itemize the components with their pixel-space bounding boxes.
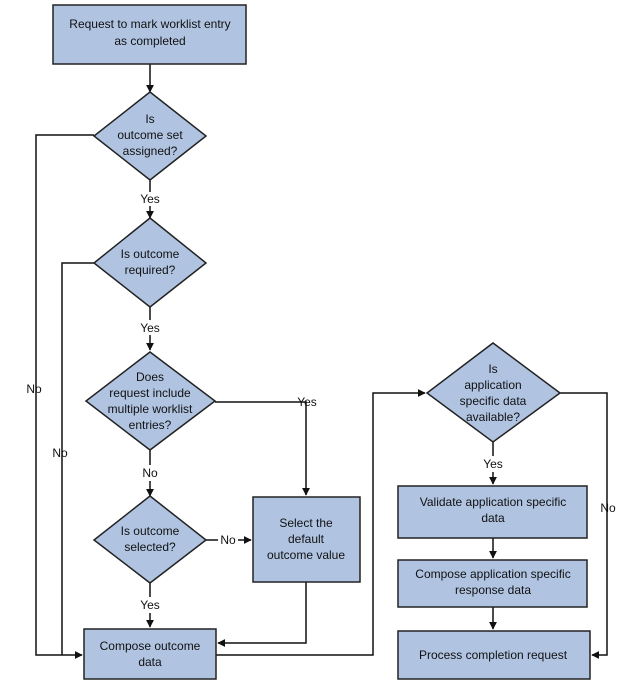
edge-label-no-app: No [600,501,616,515]
outcome-set-diamond [92,91,208,181]
select-default-box [252,496,361,583]
outcome-required-diamond [92,217,208,308]
edge-req-no [61,262,94,655]
multiple-entries-line-4: entries? [129,418,172,432]
edge-multi-yes [215,401,310,496]
edge-label-yes-required: Yes [140,321,160,335]
edge-label-yes-set: Yes [140,192,160,206]
connectors [35,64,608,659]
validate-line-1: Validate application specific [420,495,567,509]
process-box [397,630,591,680]
process-line-1: Process completion request [419,648,568,662]
start-line-1: Request to mark worklist entry [69,17,230,31]
edge-label-no-required: No [52,446,68,460]
app-data-line-3: specific data [460,394,527,408]
outcome-set-line-2: outcome set [117,128,183,142]
shapes [52,4,591,680]
edge-label-no-set: No [26,382,42,396]
app-data-available-diamond [425,342,562,443]
compose-outcome-line-2: data [138,655,162,669]
edge-label-no-multi: No [142,466,158,480]
compose-response-box [397,559,588,608]
validate-line-2: data [481,511,505,525]
validate-box [397,485,588,539]
edge-label-yes-selected: Yes [140,598,160,612]
edge-labels: Yes Yes Yes No No Yes No No Yes No [26,192,616,612]
select-default-line-1: Select the [279,516,333,530]
multiple-entries-line-1: Does [136,370,164,384]
outcome-selected-diamond [92,495,208,584]
edge-label-yes-app: Yes [483,457,503,471]
outcome-selected-line-1: Is outcome [121,524,180,538]
app-data-line-1: Is [488,362,497,376]
app-data-line-4: available? [466,410,520,424]
compose-response-line-2: response data [455,583,531,597]
edge-app-no [560,392,608,659]
outcome-required-line-2: required? [125,263,176,277]
edge-set-no [35,134,94,659]
outcome-selected-line-2: selected? [124,540,176,554]
multiple-entries-diamond [84,351,217,451]
multiple-entries-line-2: request include [109,386,191,400]
multiple-entries-line-3: multiple worklist [108,402,193,416]
compose-outcome-line-1: Compose outcome [100,639,201,653]
start-box [52,4,247,65]
compose-response-line-1: Compose application specific [415,567,570,581]
edge-label-no-selected: No [220,533,236,547]
edge-label-yes-multi: Yes [297,395,317,409]
outcome-set-line-3: assigned? [123,144,178,158]
edge-default-to-compose [217,582,307,647]
compose-outcome-box [83,628,217,680]
outcome-required-line-1: Is outcome [121,247,180,261]
start-line-2: as completed [114,34,185,48]
select-default-line-3: outcome value [267,548,345,562]
node-labels: Request to mark worklist entry as comple… [69,17,570,669]
select-default-line-2: default [288,532,325,546]
outcome-set-line-1: Is [145,112,154,126]
app-data-line-2: application [464,378,521,392]
edge-compose-to-app [216,389,426,656]
